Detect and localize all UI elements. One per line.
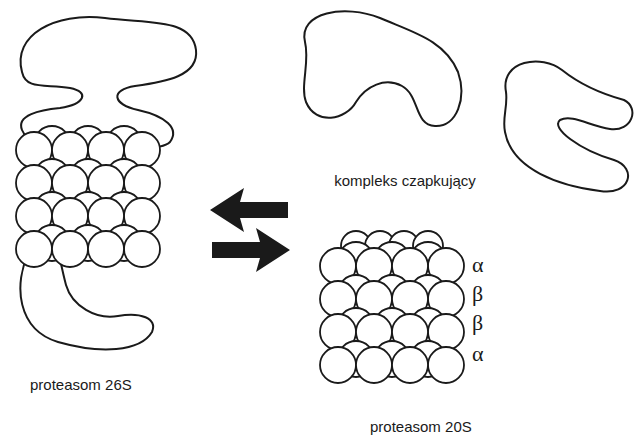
proteasome-20s-cylinder (320, 231, 464, 383)
subunit-circle (124, 231, 160, 267)
association-arrow (212, 228, 290, 272)
subunit-circle (320, 347, 356, 383)
subunit-circle (392, 347, 428, 383)
ring-label: α (472, 254, 484, 276)
ring-label: β (472, 283, 483, 305)
complex-label: kompleks czapkujący (334, 172, 476, 190)
subunit-circle (88, 231, 124, 267)
ring-label: β (472, 312, 483, 334)
proteasome-26s-cylinder (16, 126, 160, 267)
free-cap-complex (304, 11, 461, 126)
structure-label: proteasom 20S (370, 418, 472, 436)
structure-label: proteasom 26S (30, 376, 132, 394)
ring-label: α (472, 343, 484, 365)
subunit-circle (52, 231, 88, 267)
subunit-circle (16, 231, 52, 267)
subunit-circle (428, 347, 464, 383)
dissociation-arrow (210, 188, 288, 232)
free-cap-complex (504, 61, 632, 191)
subunit-circle (356, 347, 392, 383)
